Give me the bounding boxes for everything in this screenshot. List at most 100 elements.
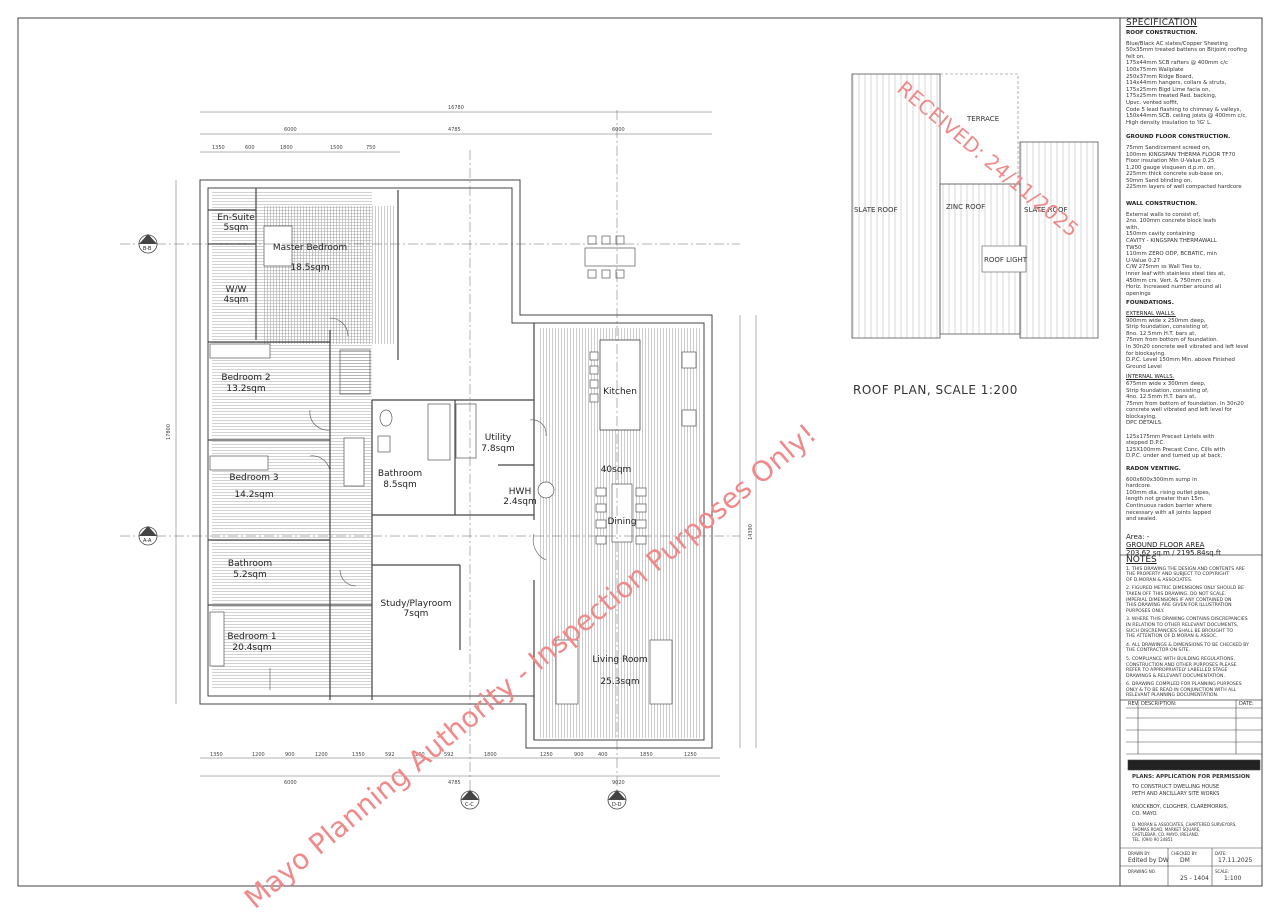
tb-drawing-no-label: DRAWING NO. [1128, 869, 1156, 874]
tb-firm-text: D. MORAN & ASSOCIATES, CHARTERED SURVEYO… [1132, 822, 1237, 842]
tb-checked-label: CHECKED BY: [1171, 851, 1198, 856]
note-item: 6. DRAWING COMPILED FOR PLANNING PURPOSE… [1126, 682, 1242, 699]
dim-left-overall: 17800 [166, 424, 172, 440]
dim-bottom-detail-13: 1850 [640, 752, 653, 758]
dim-bottom-overall-1: 6000 [284, 780, 297, 786]
tb-date-value: 17.11.2025 [1218, 857, 1253, 864]
area-value: 203.62 sq.m / 2195.84sq.ft [1126, 548, 1222, 557]
dim-bottom-detail-10: 1250 [540, 752, 553, 758]
roof-plan-title: ROOF PLAN, SCALE 1:200 [853, 383, 1018, 397]
room-hwh-area: 2.4sqm [503, 497, 536, 507]
dim-top-seg-1: 6000 [284, 127, 297, 133]
tb-project-line2: TO CONSTRUCT DWELLING HOUSE [1132, 784, 1220, 790]
tb-rev-label: REV. [1128, 701, 1139, 707]
roof-plan: TERRACE SLATE ROOF ZINC ROOF SLATE ROOF … [851, 73, 1099, 397]
room-master-name: Master Bedroom [273, 243, 347, 253]
room-ensuite-area: 5sqm [224, 223, 249, 233]
spec-external-walls-text: 900mm wide x 250mm deep, Strip foundatio… [1126, 317, 1249, 370]
note-item: 5. COMPLIANCE WITH BUILDING REGULATIONS,… [1126, 656, 1237, 679]
dim-bottom-detail-11: 900 [574, 752, 584, 758]
spec-wall-heading: WALL CONSTRUCTION. [1126, 201, 1198, 208]
room-dining-name: Dining [607, 517, 636, 527]
tb-project-line1: PLANS: APPLICATION FOR PERMISSION [1132, 774, 1250, 780]
spec-roof-heading: ROOF CONSTRUCTION. [1126, 30, 1198, 36]
spec-title: SPECIFICATION [1126, 18, 1198, 28]
dim-top-detail-1: 1350 [212, 145, 225, 151]
title-block-grid [1120, 700, 1262, 886]
dim-bottom-detail-8: 592 [444, 752, 454, 758]
dim-bottom-detail-5: 1350 [352, 752, 365, 758]
note-item: 2. FIGURED METRIC DIMENSIONS ONLY SHOULD… [1126, 586, 1244, 614]
room-bathroom-small-name: Bathroom [228, 559, 272, 569]
note-item: 3. WHERE THIS DRAWING CONTAINS DISCREPAN… [1126, 617, 1248, 640]
tb-date-label: DATE: [1239, 701, 1254, 707]
spec-wall-text: External walls to consist of, 2no. 100mm… [1126, 211, 1226, 297]
specification-panel: SPECIFICATION ROOF CONSTRUCTION. Blue/Bl… [1126, 18, 1262, 557]
dim-bottom-detail-9: 1800 [484, 752, 497, 758]
room-bathroom-main-name: Bathroom [378, 469, 422, 479]
spec-radon-heading: RADON VENTING. [1126, 466, 1181, 473]
dim-bottom-detail-3: 900 [285, 752, 295, 758]
room-hwh-name: HWH [509, 487, 531, 497]
room-bathroom-small-area: 5.2sqm [233, 570, 266, 580]
room-bedroom3-name: Bedroom 3 [229, 473, 278, 483]
note-item: 1. THIS DRAWING THE DESIGN AND CONTENTS … [1126, 566, 1245, 583]
dim-top-seg-3: 6000 [612, 127, 625, 133]
room-ww-name: W/W [226, 285, 247, 295]
spec-internal-walls-text: 675mm wide x 300mm deep, Strip foundatio… [1126, 380, 1244, 460]
roof-label-zinc: ZINC ROOF [946, 203, 985, 211]
notes-panel: NOTES 1. THIS DRAWING THE DESIGN AND CON… [1126, 555, 1262, 699]
area-label: Area: - [1126, 532, 1150, 541]
spec-external-walls-heading: EXTERNAL WALLS. [1126, 310, 1176, 317]
roof-label-slate-left: SLATE ROOF [854, 206, 898, 214]
room-utility-name: Utility [485, 433, 512, 443]
dim-top-detail-5: 750 [366, 145, 376, 151]
dim-bottom-detail-12: 400 [598, 752, 608, 758]
room-ww-area: 4sqm [224, 295, 249, 305]
section-marker-c: C-C [465, 802, 474, 808]
dim-overall-top: 16780 [448, 105, 464, 111]
tb-checked-value: DM [1180, 857, 1190, 864]
floor-plan: 16780 6000 4785 6000 1350 600 1800 1500 … [120, 105, 757, 810]
roof-label-light: ROOF LIGHT [984, 256, 1028, 264]
dim-bottom-overall-2: 4785 [448, 780, 461, 786]
dim-bottom-detail-14: 1250 [684, 752, 697, 758]
sheet-border [17, 17, 1263, 887]
room-study-area: 7sqm [404, 609, 429, 619]
room-living-area: 25.3sqm [600, 677, 639, 687]
spec-foundations-heading: FOUNDATIONS. [1126, 300, 1174, 307]
room-bedroom2-area: 13.2sqm [226, 384, 265, 394]
roof-label-slate-right: SLATE ROOF [1024, 206, 1068, 214]
dim-bottom-overall-3: 9020 [612, 780, 625, 786]
room-bedroom2-name: Bedroom 2 [221, 373, 270, 383]
tb-location-line2: CO. MAYO. [1132, 811, 1158, 817]
room-study-name: Study/Playroom [380, 599, 451, 609]
dim-bottom-detail-6: 592 [385, 752, 395, 758]
section-markers: B-B A-A C-C D-D [138, 234, 627, 810]
spec-ground-text: 75mm Sand/cement screed on, 100mm KINGSP… [1126, 144, 1242, 191]
tb-drawn-by-label: DRAWN BY: [1128, 851, 1151, 856]
notes-title: NOTES [1126, 555, 1157, 565]
tb-project-line3: PETH AND ANCILLARY SITE WORKS [1132, 791, 1220, 797]
dim-bottom-detail-1: 1350 [210, 752, 223, 758]
dim-top-detail-4: 1500 [330, 145, 343, 151]
tb-drawn-by-value: Edited by DW [1128, 857, 1169, 864]
spec-roof-text: Blue/Black AC slates/Copper Sheeting 50x… [1126, 40, 1247, 126]
room-bathroom-main-area: 8.5sqm [383, 480, 416, 490]
room-master-area: 18.5sqm [290, 263, 329, 273]
room-bedroom1-area: 20.4sqm [232, 643, 271, 653]
tb-scale-value: 1:100 [1224, 875, 1242, 882]
section-marker-b: B-B [143, 246, 152, 252]
room-kdl-area: 40sqm [601, 465, 632, 475]
section-marker-d: D-D [612, 802, 622, 808]
spec-radon-text: 600x600x300mm sump in hardcore. 100mm di… [1126, 476, 1212, 523]
room-kitchen-name: Kitchen [603, 387, 637, 397]
dim-top-detail-2: 600 [245, 145, 255, 151]
room-ensuite-name: En-Suite [217, 213, 255, 223]
dim-bottom-detail-2: 1200 [252, 752, 265, 758]
dim-top-seg-2: 4785 [448, 127, 461, 133]
dim-bottom-detail-7: 1200 [412, 752, 425, 758]
dim-right-overall: 14390 [748, 524, 754, 540]
